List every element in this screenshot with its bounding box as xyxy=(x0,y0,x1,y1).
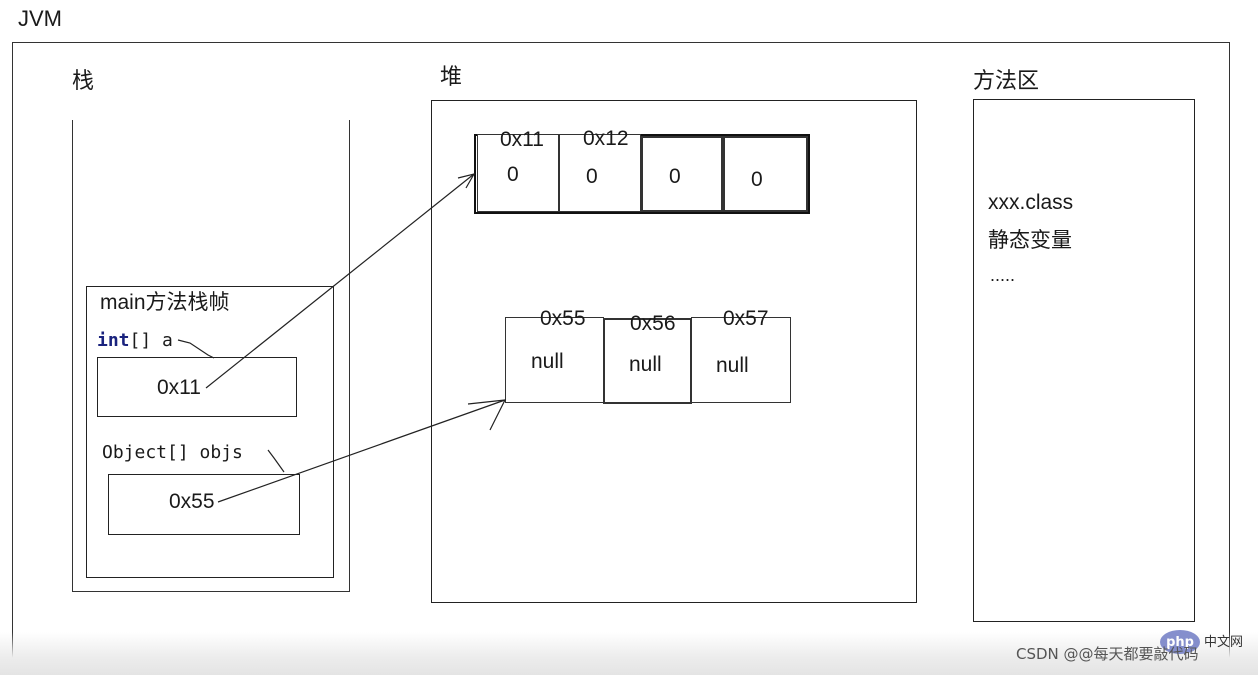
csdn-watermark: CSDN @@每天都要敲代码 xyxy=(1016,645,1199,663)
int-array-cell xyxy=(559,134,641,212)
obj-array-cell xyxy=(691,317,791,403)
int-array-value: 0 xyxy=(751,168,763,191)
var-objs-declaration: Object[] objs xyxy=(102,442,243,463)
int-array-address: 0x11 xyxy=(500,128,544,151)
php-logo-badge: php xyxy=(1160,630,1200,654)
stack-label: 栈 xyxy=(72,68,95,93)
method-area-item: xxx.class xyxy=(988,191,1074,214)
int-array-cell xyxy=(477,134,559,212)
var-a-value: 0x11 xyxy=(157,376,201,399)
obj-array-value: null xyxy=(531,350,564,373)
stack-frame-title: main方法栈帧 xyxy=(100,291,230,314)
method-area-item: ..... xyxy=(990,265,1016,285)
var-objs-value: 0x55 xyxy=(169,490,215,513)
int-array-cell xyxy=(723,136,808,212)
obj-array-address: 0x55 xyxy=(540,307,586,330)
int-keyword: int xyxy=(97,330,130,351)
obj-array-cell xyxy=(603,318,692,404)
int-array-cell xyxy=(641,136,723,212)
method-area-box xyxy=(973,99,1195,622)
watermark-bar xyxy=(0,632,1258,675)
obj-array-address: 0x56 xyxy=(630,312,676,335)
obj-array-address: 0x57 xyxy=(723,307,769,330)
obj-array-cell xyxy=(505,317,604,403)
obj-array-value: null xyxy=(629,353,662,376)
var-objs-box xyxy=(108,474,300,535)
var-a-declaration: int[] a xyxy=(97,332,173,350)
obj-array-value: null xyxy=(716,354,749,377)
method-area-item: 静态变量 xyxy=(988,229,1072,252)
int-array-value: 0 xyxy=(669,165,681,188)
int-array-address: 0x12 xyxy=(583,127,629,150)
jvm-label: JVM xyxy=(18,6,62,31)
heap-label: 堆 xyxy=(440,64,463,89)
method-area-label: 方法区 xyxy=(973,68,1040,93)
int-array-value: 0 xyxy=(586,165,598,188)
var-a-name: [] a xyxy=(129,330,173,351)
php-site-suffix: 中文网 xyxy=(1204,635,1244,650)
int-array-value: 0 xyxy=(507,163,519,186)
